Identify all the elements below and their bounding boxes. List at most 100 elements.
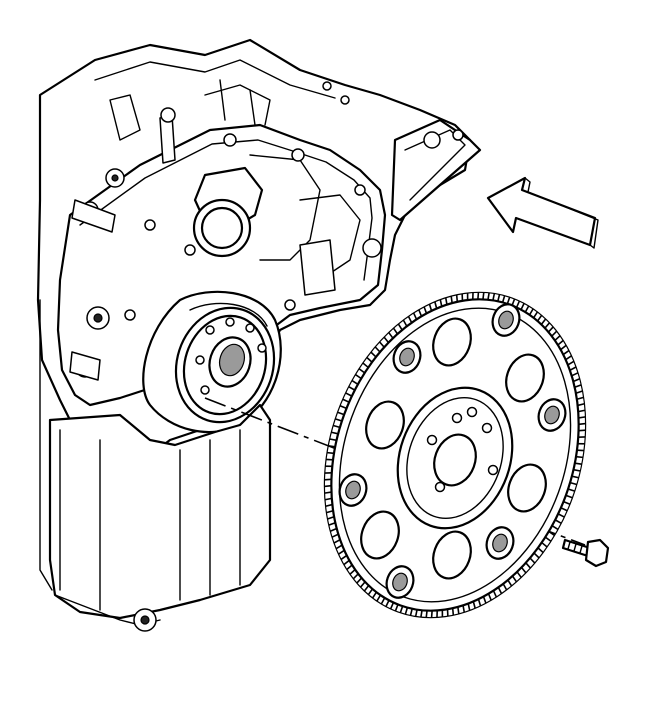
ring-gear-tooth	[394, 604, 399, 612]
ring-gear-tooth	[571, 475, 579, 479]
ring-gear-tooth	[492, 293, 496, 301]
ring-gear-tooth	[544, 536, 552, 542]
ring-gear-tooth	[482, 596, 487, 604]
ring-gear-tooth	[367, 588, 374, 596]
ring-gear-tooth	[337, 411, 345, 416]
ring-gear-outline	[323, 291, 587, 619]
ring-gear-tooth	[388, 332, 394, 339]
ring-gear-tooth	[409, 608, 413, 616]
ring-gear-tooth	[376, 594, 382, 602]
ring-gear-tooth	[576, 396, 584, 401]
ring-gear-tooth	[329, 527, 338, 532]
ring-gear-tooth	[551, 330, 558, 337]
crankshaft-flange	[174, 306, 276, 424]
ring-gear-tooth	[578, 422, 586, 426]
ring-gear-tooth	[565, 494, 573, 499]
ring-gear-tooth	[333, 539, 341, 544]
ring-gear-tooth	[340, 554, 348, 561]
ring-gear-tooth	[574, 384, 582, 389]
ring-gear-tooth	[451, 608, 455, 616]
direction-arrow-icon	[486, 176, 599, 249]
ring-gear-tooth	[346, 564, 353, 571]
ring-gear-tooth	[567, 488, 575, 492]
ring-gear-tooth	[572, 378, 581, 383]
ring-gear-tooth	[342, 398, 350, 403]
ring-gear-tooth	[326, 451, 335, 455]
ring-gear-tooth	[506, 296, 511, 305]
ring-gear-tooth	[428, 303, 433, 312]
ring-gear-tooth	[548, 530, 556, 537]
ring-gear-tooth	[425, 610, 428, 618]
ring-gear-tooth	[414, 609, 418, 617]
ring-gear-tooth	[345, 392, 353, 397]
ring-gear-tooth	[533, 552, 540, 559]
ring-gear-tooth	[536, 314, 543, 322]
ring-gear-tooth	[430, 610, 433, 618]
ring-gear-tooth	[359, 581, 366, 588]
ring-gear-tooth	[324, 491, 332, 494]
ring-gear-tooth	[423, 306, 428, 314]
ring-gear-tooth	[339, 404, 347, 410]
ring-gear-tooth	[358, 368, 366, 374]
ring-gear-tooth	[520, 566, 527, 574]
ring-gear-tooth	[407, 316, 413, 324]
ring-gear-tooth	[516, 571, 522, 578]
ring-gear-tooth	[351, 379, 359, 385]
ring-gear-tooth	[356, 577, 363, 584]
ring-gear-tooth	[565, 355, 572, 361]
ring-gear-tooth	[343, 559, 350, 566]
ring-gear-tooth	[477, 598, 482, 607]
ring-gear-tooth	[328, 521, 336, 526]
ring-gear-tooth	[497, 586, 503, 594]
ring-gear-tooth	[331, 431, 339, 435]
ring-gear-tooth	[324, 484, 332, 488]
ring-gear-tooth	[332, 424, 341, 429]
ring-gear-tooth	[560, 507, 568, 512]
ring-gear-tooth	[389, 602, 395, 610]
flywheel-flexplate	[323, 291, 587, 619]
ring-gear-tooth	[560, 344, 567, 351]
ring-gear-tooth	[537, 547, 544, 554]
ring-gear-tooth	[444, 297, 448, 305]
ring-gear-tooth	[511, 575, 518, 583]
ring-gear-tooth	[528, 308, 534, 316]
ring-gear-tooth	[352, 573, 359, 580]
ring-gear-tooth	[520, 303, 525, 311]
ring-gear-tooth	[551, 525, 559, 531]
ring-gear-tooth	[575, 390, 583, 394]
ring-gear-tooth	[571, 372, 579, 377]
ring-gear-tooth	[385, 599, 390, 607]
oil-pan	[39, 299, 272, 632]
ring-gear-tooth	[329, 438, 337, 442]
ring-gear-tooth	[457, 606, 460, 614]
ring-gear-tooth	[569, 366, 577, 371]
ring-gear-tooth	[331, 533, 339, 538]
ring-gear-tooth	[529, 557, 536, 564]
ring-gear-tooth	[324, 497, 332, 501]
ring-gear-tooth	[487, 292, 490, 300]
ring-gear-tooth	[501, 295, 506, 303]
ring-gear-tooth	[563, 500, 571, 506]
ring-gear-tooth	[578, 409, 586, 413]
ring-gear-tooth	[420, 610, 423, 618]
ring-gear-tooth	[547, 326, 554, 333]
ring-gear-tooth	[482, 292, 485, 300]
ring-gear-tooth	[497, 294, 501, 302]
flexplate-bosses	[338, 303, 567, 599]
ring-gear-tooth	[366, 356, 373, 363]
ring-gear-tooth	[348, 385, 356, 391]
ring-gear-tooth	[472, 601, 476, 609]
ring-gear-tooth	[544, 322, 551, 329]
ring-gear-tooth	[404, 607, 409, 615]
ring-gear-tooth	[557, 513, 565, 518]
ring-gear-tooth	[557, 339, 564, 346]
ring-gear-tooth	[349, 568, 356, 575]
ring-gear-tooth	[541, 541, 548, 548]
ring-gear-tooth	[487, 593, 492, 601]
ring-gear-tooth	[554, 335, 561, 342]
ring-gear-tooth	[502, 583, 508, 591]
ring-gear-tooth	[567, 360, 575, 366]
ring-gear-tooth	[328, 445, 336, 448]
ring-gear-tooth	[392, 327, 399, 335]
